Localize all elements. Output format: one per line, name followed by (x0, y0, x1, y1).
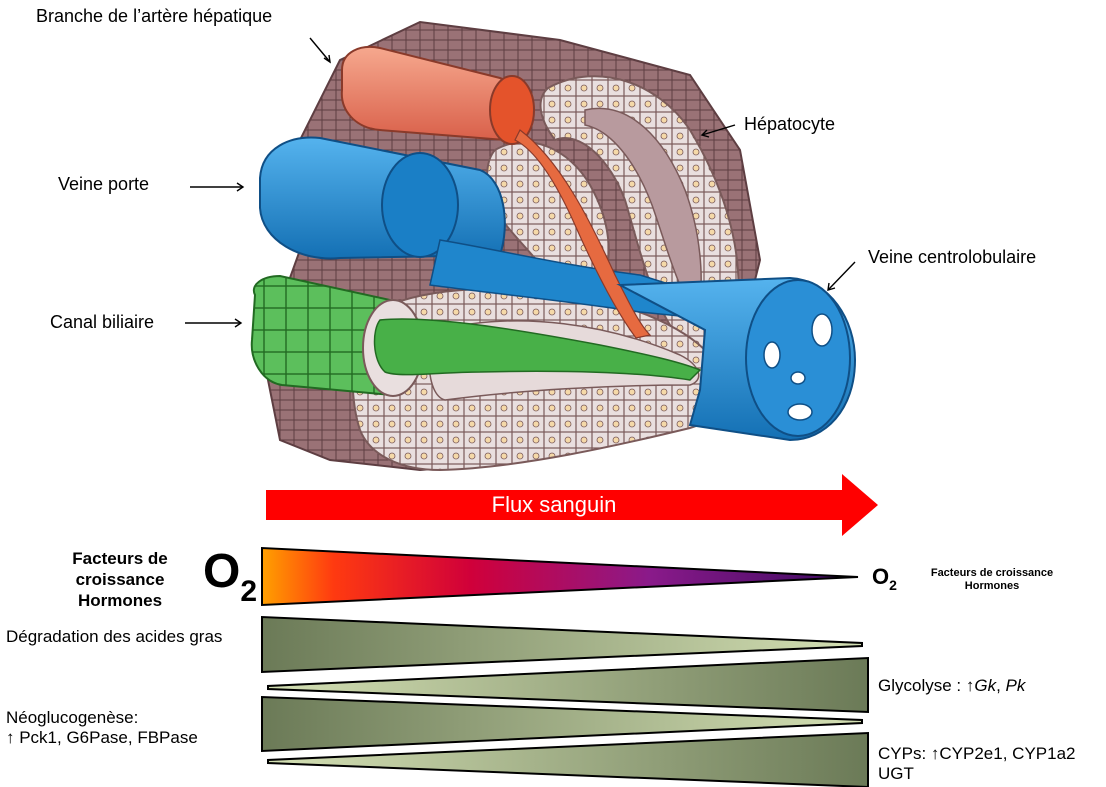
cyps-line-2: UGT (878, 764, 1075, 784)
left-factors-line-1: Facteurs de (40, 548, 200, 569)
gluconeogenesis-line-2: ↑ Pck1, G6Pase, FBPase (6, 728, 198, 748)
fatty-acid-label: Dégradation des acides gras (6, 627, 222, 647)
glycolysis-prefix: Glycolyse : ↑ (878, 676, 974, 695)
right-o2-sub: 2 (889, 577, 897, 593)
right-o2-main: O (872, 564, 889, 589)
hepatocyte-label: Hépatocyte (744, 114, 835, 135)
portal-vein-label: Veine porte (58, 174, 149, 195)
left-o2-symbol: O2 (203, 544, 257, 620)
left-o2-main: O (203, 545, 240, 598)
cyps-line-1: CYPs: ↑CYP2e1, CYP1a2 (878, 744, 1075, 764)
left-factors-line-3: Hormones (40, 590, 200, 611)
central-vein-lumen-1 (812, 314, 832, 346)
liver-illustration (252, 22, 855, 470)
oxygen-gradient-wedge (262, 548, 858, 605)
left-factors-text: Facteurs de croissance Hormones (40, 548, 200, 611)
right-factors-line-2: Hormones (912, 580, 1072, 593)
right-factors-line-1: Facteurs de croissance (912, 567, 1072, 580)
central-vein-lumen-2 (764, 342, 780, 368)
glycolysis-label: Glycolyse : ↑Gk, Pk (878, 676, 1025, 696)
left-o2-sub: 2 (240, 575, 257, 608)
gluconeogenesis-line-1: Néoglucogenèse: (6, 708, 198, 728)
right-factors-text: Facteurs de croissance Hormones (912, 567, 1072, 593)
artery-pointer (310, 38, 330, 62)
artery-label: Branche de l’artère hépatique (36, 6, 272, 27)
blood-flow-label: Flux sanguin (266, 490, 842, 520)
left-factors-line-2: croissance (40, 569, 200, 590)
central-vein-label: Veine centrolobulaire (868, 247, 1036, 268)
bile-duct-label: Canal biliaire (50, 312, 154, 333)
glycolysis-gk: Gk (974, 676, 996, 695)
gluconeogenesis-label: Néoglucogenèse: ↑ Pck1, G6Pase, FBPase (6, 708, 198, 748)
right-o2-symbol: O2 (872, 564, 897, 593)
central-vein-lumen-4 (788, 404, 812, 420)
glycolysis-sep: , (996, 676, 1005, 695)
central-vein-lumen-3 (791, 372, 805, 384)
glycolysis-pk: Pk (1006, 676, 1026, 695)
cyps-label: CYPs: ↑CYP2e1, CYP1a2 UGT (878, 744, 1075, 784)
hepatic-artery-opening (490, 76, 534, 144)
central-vein-pointer (828, 262, 855, 290)
